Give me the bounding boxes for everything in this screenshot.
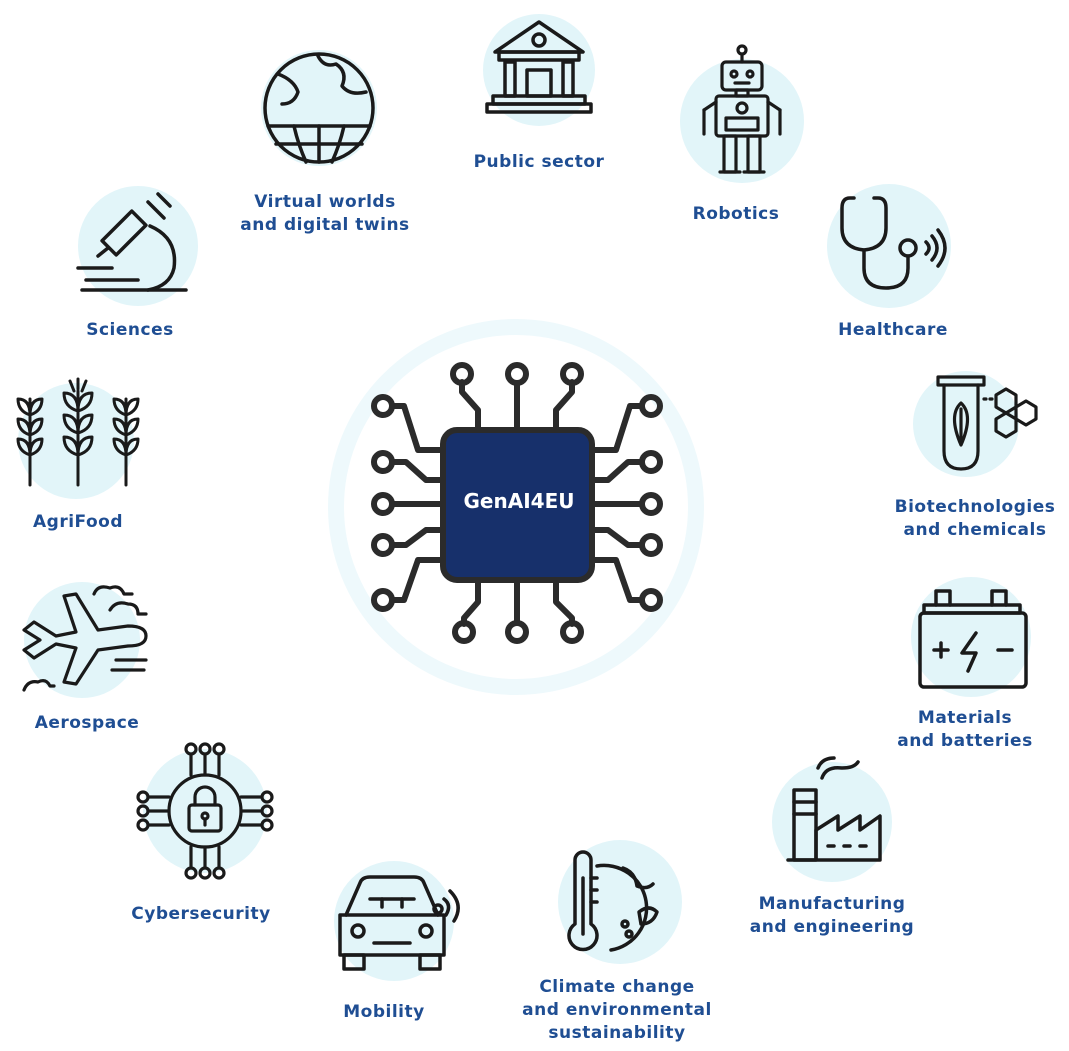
bank-building-icon bbox=[483, 14, 595, 126]
sector-label-manufacturing: Manufacturing and engineering bbox=[749, 894, 915, 937]
sector-label-robotics: Robotics bbox=[692, 204, 780, 224]
hub-halo-ring bbox=[328, 319, 704, 695]
sector-label-materials: Materials and batteries bbox=[897, 708, 1033, 751]
sector-label-public-sector: Public sector bbox=[473, 152, 605, 172]
robot-icon bbox=[680, 44, 804, 183]
hub-label: GenAI4EU bbox=[463, 489, 575, 513]
factory-icon bbox=[772, 756, 892, 882]
padlock-circuit-icon bbox=[136, 742, 274, 880]
airplane-clouds-icon bbox=[22, 582, 148, 698]
sector-label-biotech: Biotechnologies and chemicals bbox=[894, 497, 1056, 540]
sector-label-mobility: Mobility bbox=[343, 1002, 425, 1022]
chip-pins-icon bbox=[371, 362, 663, 644]
sector-label-sciences: Sciences bbox=[86, 320, 174, 340]
sector-label-aerospace: Aerospace bbox=[34, 713, 140, 733]
test-tube-molecule-icon bbox=[913, 371, 1038, 477]
thermometer-globe-icon bbox=[558, 840, 682, 964]
connected-car-icon bbox=[334, 861, 460, 981]
battery-icon bbox=[911, 577, 1031, 697]
sector-label-agrifood: AgriFood bbox=[33, 512, 123, 532]
sector-label-climate: Climate change and environmental sustain… bbox=[522, 977, 712, 1043]
chip-body bbox=[440, 427, 595, 583]
wheat-icon bbox=[16, 377, 140, 499]
stethoscope-icon bbox=[827, 184, 951, 308]
sector-label-cybersecurity: Cybersecurity bbox=[131, 904, 271, 924]
sector-label-healthcare: Healthcare bbox=[838, 320, 948, 340]
globe-grid-icon bbox=[261, 50, 377, 166]
sector-label-virtual-worlds: Virtual worlds and digital twins bbox=[240, 192, 410, 235]
microscope-icon bbox=[76, 186, 198, 306]
